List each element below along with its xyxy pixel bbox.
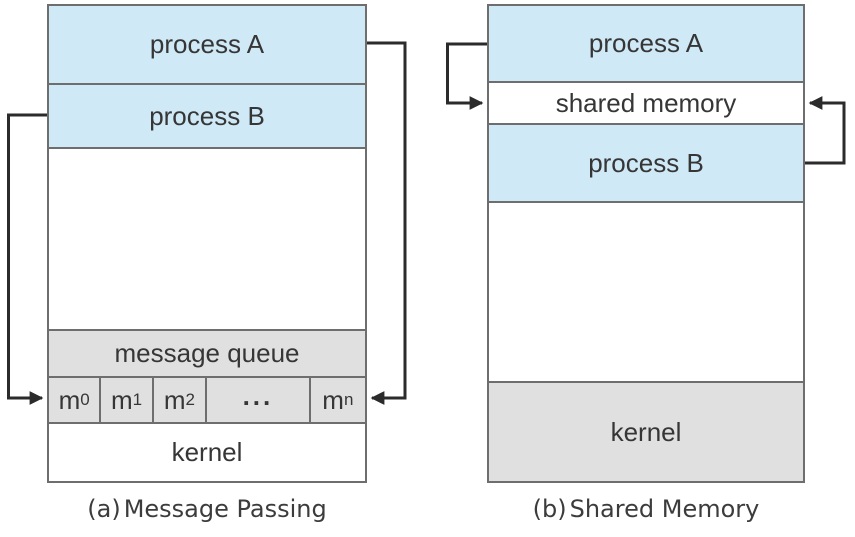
cell-text: m	[163, 384, 186, 415]
caption-prefix: (a)	[87, 495, 121, 523]
message-queue-label: message queue	[114, 338, 300, 368]
process-b-label: process B	[149, 100, 265, 131]
process-a-band: process A	[49, 6, 365, 83]
process-a-label: process A	[588, 28, 704, 58]
arrow-processA-to-queue	[367, 41, 407, 405]
message-queue-band: message queue	[49, 329, 365, 376]
process-a-label: process A	[149, 29, 265, 59]
process-b-band: process B	[489, 123, 803, 201]
arrow-processB-to-shared-memory	[805, 96, 846, 165]
kernel-label: kernel	[610, 416, 682, 447]
caption-shared-memory: (b)Shared Memory	[446, 495, 846, 523]
empty-user-space	[49, 147, 365, 329]
cell-text: m	[322, 384, 344, 415]
process-b-label: process B	[588, 147, 704, 178]
shared-memory-label: shared memory	[555, 87, 737, 118]
process-b-band: process B	[49, 83, 365, 147]
kernel-label: kernel	[171, 437, 243, 467]
arrow-processA-to-shared-memory	[446, 42, 487, 110]
empty-user-space	[489, 201, 803, 381]
caption-prefix: (b)	[532, 495, 567, 523]
cell-text: ...	[242, 380, 274, 411]
shared-memory-box: process A shared memory process B kernel	[487, 4, 805, 483]
arrow-processB-to-queue	[7, 113, 47, 405]
kernel-band-right: kernel	[489, 381, 803, 481]
process-a-band: process A	[489, 6, 803, 81]
cell-text: m	[110, 384, 133, 415]
caption-message-passing: (a)Message Passing	[7, 495, 407, 523]
caption-text: Shared Memory	[569, 495, 760, 523]
shared-memory-band: shared memory	[489, 81, 803, 123]
caption-text: Message Passing	[123, 495, 327, 523]
kernel-band-left: kernel	[49, 422, 365, 481]
message-cell-ellipsis: ...	[207, 378, 311, 422]
cell-text: m	[58, 384, 81, 415]
